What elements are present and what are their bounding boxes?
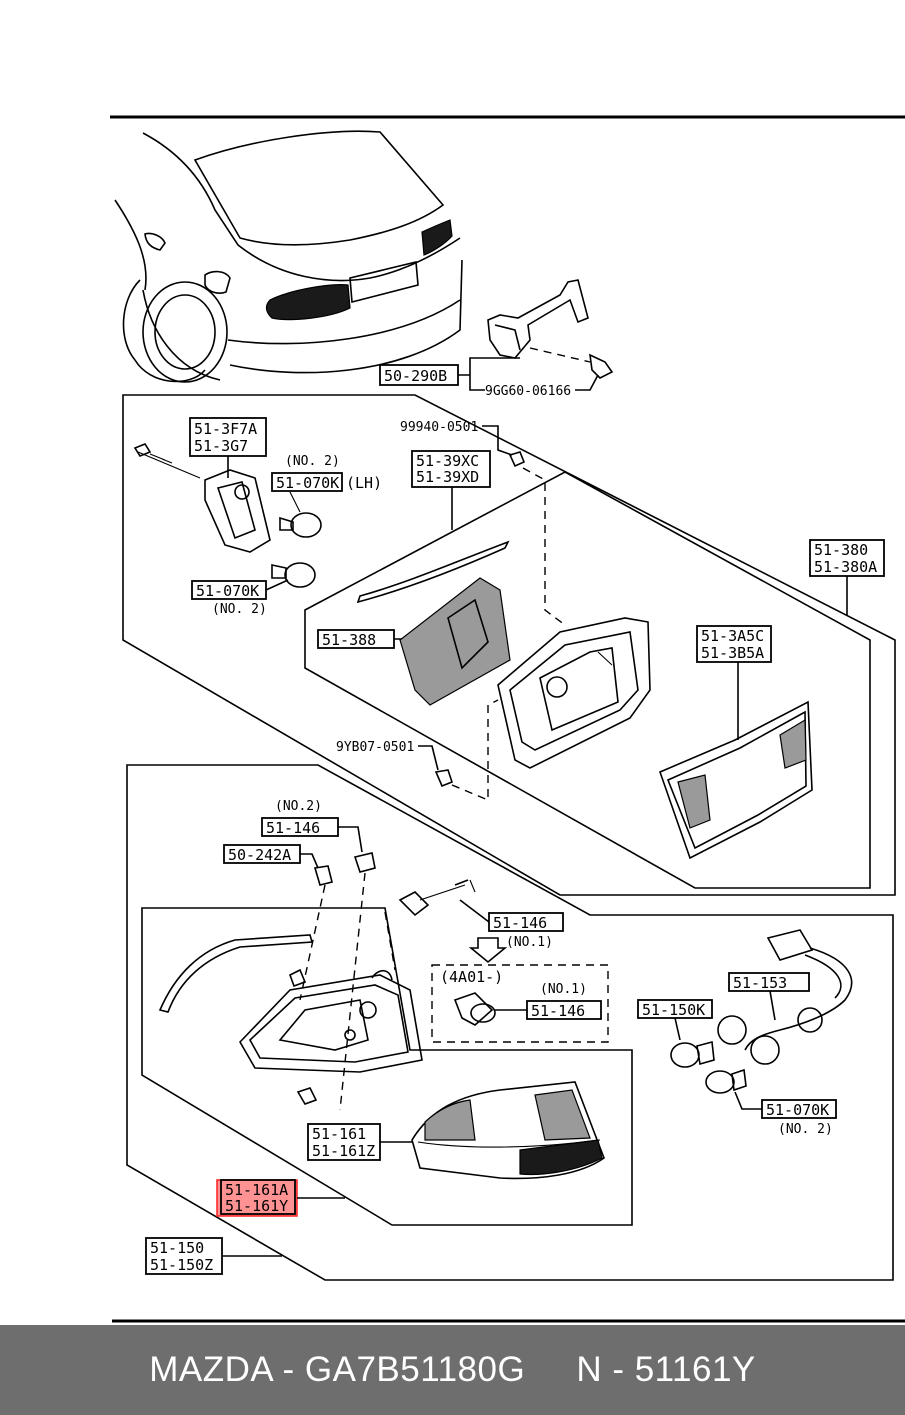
parts-diagram: 50-290B 9GG60-06166 51-3F7A 51-3G7 (NO. … [110,115,905,1323]
label-51-161y: 51-161Y [225,1197,288,1215]
label-51-161z: 51-161Z [312,1142,375,1160]
clip-50-242a [313,865,333,886]
bulb-upper [279,491,322,538]
label-50-290b: 50-290B [384,367,447,385]
bulb-070k-lower [705,1068,747,1094]
label-no2-a: (NO. 2) [285,454,340,469]
bulb-lower [271,562,316,588]
label-no1-a: (NO.1) [506,935,553,950]
label-51-39xd: 51-39XD [416,468,479,486]
label-51-070k-b: 51-070K [196,582,259,600]
grommet-part [453,992,527,1026]
footer-bar: MAZDA - GA7B51180G N - 51161Y [0,1325,905,1415]
seal-strip-lower [158,934,314,1013]
label-51-3f7a: 51-3F7A [194,420,257,438]
car-rear-illustration [114,130,463,383]
label-4a01: (4A01-) [440,968,503,986]
combination-lamp-lens [411,1081,605,1180]
label-51-070k-lh: 51-070K [276,474,339,492]
label-51-161: 51-161 [312,1125,366,1143]
label-51-3a5c: 51-3A5C [701,627,764,645]
bracket-part [487,279,614,379]
variant-box-4a01 [431,964,609,1043]
label-51-3g7: 51-3G7 [194,437,248,455]
footer-part-number: MAZDA - GA7B51180G N - 51161Y [149,1350,756,1389]
upper-assembly-frame [122,394,896,896]
label-51-388: 51-388 [322,631,376,649]
combination-lamp-frame [141,907,633,1226]
arrow-icon [468,937,508,964]
label-51-150: 51-150 [150,1239,204,1257]
label-51-39xc: 51-39XC [416,452,479,470]
label-51-150z: 51-150Z [150,1256,213,1274]
label-51-146-a: 51-146 [266,819,320,837]
trunk-lamp-housing [497,617,651,769]
label-51-146-b: 51-146 [493,914,547,932]
lower-assembly-frame [126,764,894,1281]
socket-part [133,443,271,553]
label-50-242a: 50-242A [228,846,291,864]
label-9gg60-06166: 9GG60-06166 [485,384,571,399]
label-51-070k-c: 51-070K [766,1101,829,1119]
label-51-161a: 51-161A [225,1181,288,1199]
seal-strip-upper [356,540,510,604]
combination-lamp-housing [239,968,423,1105]
label-9yb07-0501: 9YB07-0501 [336,740,414,755]
label-51-146-c: 51-146 [531,1002,585,1020]
label-51-380: 51-380 [814,541,868,559]
screw-51-146-no2 [353,852,376,873]
label-lh: (LH) [346,474,382,492]
label-51-150k: 51-150K [642,1001,705,1019]
label-no1-b: (NO.1) [540,982,587,997]
label-no2-b: (NO. 2) [212,602,267,617]
label-no2-c: (NO.2) [275,799,322,814]
screw-51-146-no1 [398,891,430,917]
label-99940-0501: 99940-0501 [400,420,478,435]
trunk-lamp-lens [658,700,813,860]
inner-lamp-frame [304,471,871,889]
label-51-3b5a: 51-3B5A [701,644,764,662]
label-51-153: 51-153 [733,974,787,992]
bulb-150k [670,1040,715,1068]
label-no2-d: (NO. 2) [778,1122,833,1137]
wiring-harness [717,929,853,1065]
label-51-380a: 51-380A [814,558,877,576]
